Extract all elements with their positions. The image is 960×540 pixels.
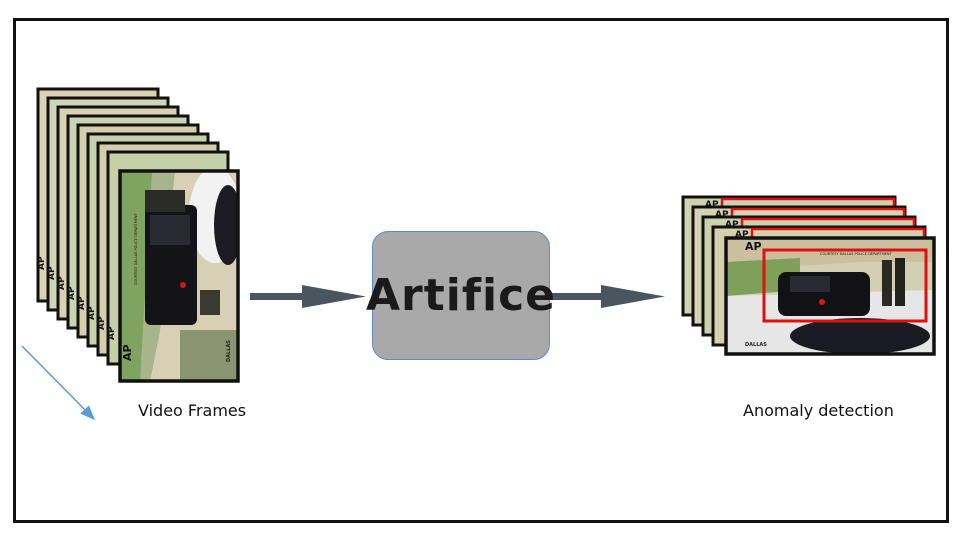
video-frames-stack: AP AP AP AP AP AP AP AP xyxy=(36,87,240,383)
svg-text:AP: AP xyxy=(67,286,77,300)
detection-frame-front: AP DALLAS COURTESY DALLAS POLICE DEPARTM… xyxy=(724,236,936,356)
svg-text:AP: AP xyxy=(97,316,107,330)
svg-text:AP: AP xyxy=(77,296,87,310)
video-frame-image xyxy=(120,171,238,381)
video-frame-front: AP DALLAS COURTESY DALLAS POLICE DEPARTM… xyxy=(118,169,240,383)
pointer-arrow xyxy=(21,345,96,421)
detection-bounding-box xyxy=(762,248,928,323)
svg-text:AP: AP xyxy=(725,220,739,230)
svg-text:AP: AP xyxy=(107,326,117,340)
svg-text:DALLAS: DALLAS xyxy=(226,340,232,362)
svg-text:AP: AP xyxy=(37,256,47,270)
svg-text:AP: AP xyxy=(735,230,749,240)
svg-text:AP: AP xyxy=(705,200,719,210)
anomaly-detection-label: Anomaly detection xyxy=(743,401,894,420)
svg-text:COURTESY DALLAS POLICE DEPARTM: COURTESY DALLAS POLICE DEPARTMENT xyxy=(134,213,138,285)
svg-text:COURTESY DALLAS POLICE DEPARTM: COURTESY DALLAS POLICE DEPARTMENT xyxy=(820,252,892,256)
svg-text:AP: AP xyxy=(121,344,134,361)
svg-text:AP: AP xyxy=(57,276,67,290)
svg-text:AP: AP xyxy=(715,210,729,220)
svg-text:AP: AP xyxy=(47,266,57,280)
svg-text:AP: AP xyxy=(745,240,762,253)
svg-text:DALLAS: DALLAS xyxy=(745,342,767,348)
flow-arrow-input xyxy=(250,285,366,308)
video-frames-label: Video Frames xyxy=(138,401,247,420)
flow-arrow-output xyxy=(552,285,665,308)
artifice-process-box: Artifice xyxy=(366,231,555,360)
diagram-border xyxy=(13,18,949,523)
svg-text:AP: AP xyxy=(87,306,97,320)
artifice-label: Artifice xyxy=(366,270,557,321)
detection-frames-stack: AP AP AP AP xyxy=(681,195,936,356)
